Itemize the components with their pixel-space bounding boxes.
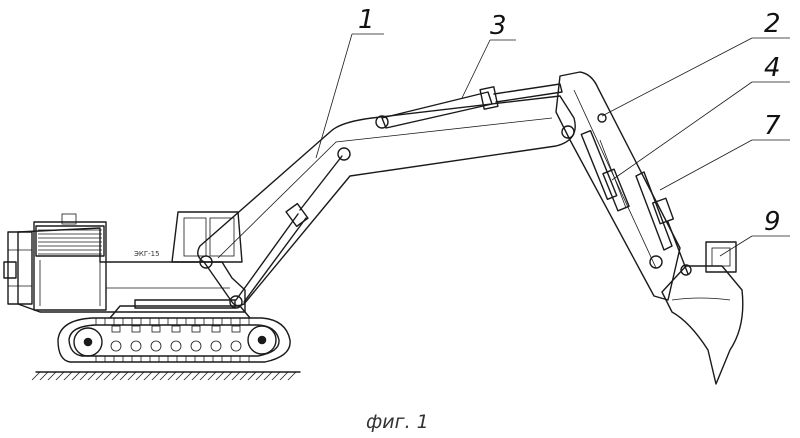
label-2: 2 (764, 9, 781, 39)
drive-sprocket (73, 327, 103, 357)
boom-pin (337, 147, 351, 161)
label-4: 4 (764, 53, 781, 83)
bucket-top-box (705, 241, 737, 273)
label-9: 9 (764, 207, 781, 237)
boom-cylinder (381, 83, 563, 129)
cab-marking: ЭКГ-15 (134, 250, 160, 258)
label-3: 3 (490, 11, 507, 41)
bucket (661, 241, 744, 385)
main-boom (197, 95, 576, 309)
radiator-grille (35, 225, 105, 257)
crawler-track (57, 317, 291, 363)
machine-house: ЭКГ-15 (3, 211, 246, 313)
boom-foot-pin (199, 255, 213, 269)
leader-lines (315, 33, 790, 257)
label-7: 7 (764, 111, 781, 141)
bucket-cylinder (635, 171, 689, 275)
figure-caption: фиг. 1 (366, 411, 429, 433)
ground-hatch (31, 371, 301, 381)
undercarriage (109, 299, 251, 319)
lock-mechanism (580, 129, 630, 212)
operator-cab (171, 211, 243, 263)
label-1: 1 (358, 5, 375, 35)
idler-wheel (247, 325, 277, 355)
